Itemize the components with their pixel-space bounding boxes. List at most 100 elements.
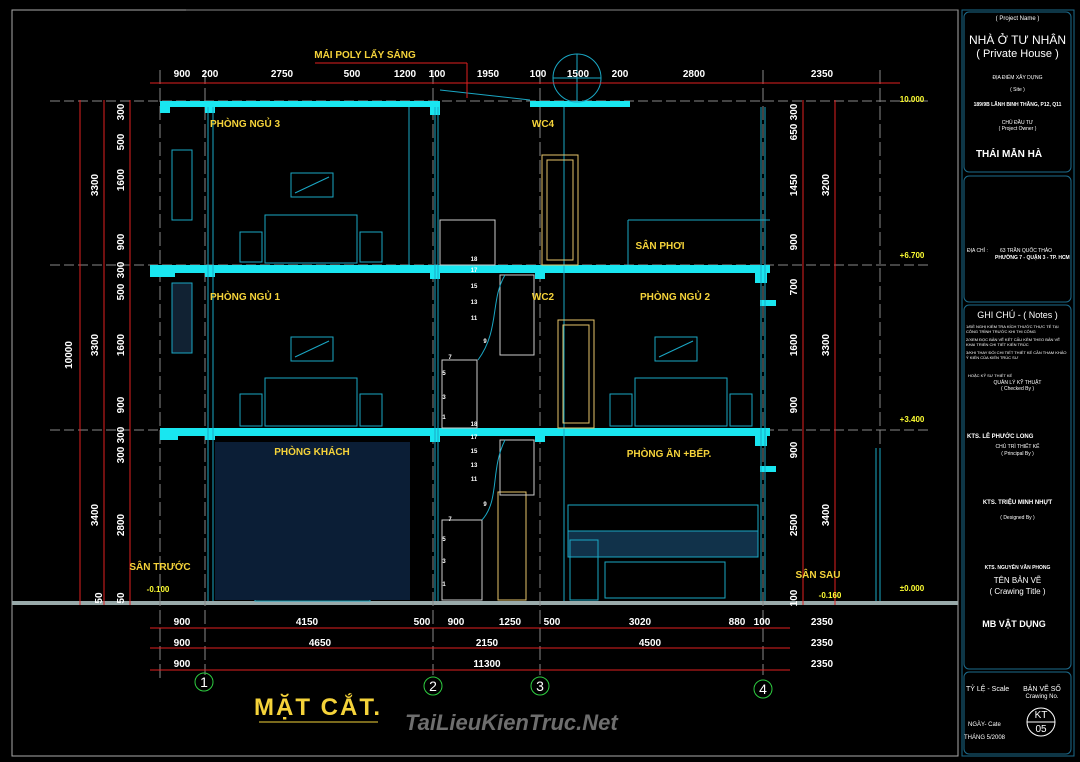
stair-number-label: 1 [442,582,446,588]
notes-title: GHI CHÚ - ( Notes ) [977,310,1058,320]
dims-right-mid-label: 3400 [821,503,832,527]
axe-label: 2 [429,678,437,694]
dims-bottom-1-label: 900 [447,617,465,628]
note-1: 1/ĐỀ NGHỊ KIỂM TRA KÍCH THƯỚC THỰC TẾ TẠ… [966,324,1059,334]
note-2: 2/XEM ĐỌC BẢN VẼ KẾT CẤU KÈM THEO BẢN VẼ… [966,337,1060,347]
address-line-1: 63 TRẦN QUỐC THẢO [1000,248,1053,254]
roof-note: MÁI POLY LẤY SÁNG [314,50,416,61]
elevation-label: -0.160 [818,591,842,600]
dims-bottom-1-label: 3020 [628,617,652,628]
dims-bottom-1-label: 900 [173,617,191,628]
drawing-no-label: BẢN VẼ SỐ [1023,686,1061,693]
principal-label-en: ( Principal By ) [1001,451,1034,457]
stair-number-label: 13 [470,300,478,306]
dims-bottom-1-label: 500 [413,617,431,628]
note-3: 3/KHI THAY ĐỔI CHI TIẾT THIẾT KẾ CẦN THA… [966,350,1067,360]
stair-number-label: 9 [483,502,487,508]
room-label: PHÒNG NGỦ 2 [639,292,711,303]
ground-line [12,601,958,605]
dims-left-inner-label: 1600 [116,333,127,357]
dims-top-label: 200 [611,69,629,80]
dims-top-label: 200 [201,69,219,80]
dims-bottom-3-label: 900 [173,659,191,670]
stair-number-label: 9 [483,339,487,345]
dims-top-label: 1500 [566,69,590,80]
skylight [439,53,602,103]
dims-left-mid-label: 3400 [90,503,101,527]
dims-left-inner-label: 300 [116,426,127,444]
stair-number-label: 7 [448,355,452,361]
stair-number-label: 15 [470,449,478,455]
dims-bottom-2-label: 4500 [638,638,662,649]
stair-number-label: 3 [442,395,446,401]
dims-right-inner-label: 1600 [789,333,800,357]
dims-left-mid-label: 3300 [90,333,101,357]
site-label-en: ( Site ) [1010,87,1025,93]
elevation-label: +6.700 [899,251,925,260]
elevation-label: 10.000 [899,95,925,104]
slabs [150,101,776,472]
dims-left-inner-label: 300 [116,446,127,464]
elevation-label: -0.100 [146,585,170,594]
dims-top-label: 500 [343,69,361,80]
doors [497,154,595,601]
dims-left-inner-label: 50 [116,592,127,604]
stair-number-label: 1 [442,415,446,421]
dims-top-label: 2350 [810,69,834,80]
room-label: SÂN SAU [795,570,841,581]
dims-bottom-1-label: 2350 [810,617,834,628]
stairs [439,219,535,601]
room-label: WC4 [531,119,555,130]
room-label: PHÒNG NGỦ 3 [209,119,281,130]
dims-top-label: 2800 [682,69,706,80]
stair-number-label: 18 [470,422,478,428]
project-name: NHÀ Ở TƯ NHÂN [969,33,1066,47]
project-name-en: ( Private House ) [976,48,1059,60]
checked-name: KTS. LÊ PHƯỚC LONG [967,434,1034,440]
designed-label-en: ( Designed By ) [1000,515,1035,521]
dims-right-inner-label: 1450 [789,173,800,197]
stair-number-label: 15 [470,284,478,290]
elevation-label: +3.400 [899,415,925,424]
dims-top-label: 100 [428,69,446,80]
dims-bottom-3-label: 2350 [810,659,834,670]
living-room-curtain-wall [215,442,410,600]
project-name-label: ( Project Name ) [995,16,1040,22]
watermark: TaiLieuKienTruc.Net [405,710,618,735]
dims-right-inner-label: 900 [789,233,800,251]
stair-number-label: 5 [442,537,446,543]
dims-left-inner-label: 300 [116,103,127,121]
dims-right-mid-label: 3300 [821,333,832,357]
furniture [239,172,759,602]
dims-left-inner-label: 2800 [116,513,127,537]
stair-number-label: 5 [442,371,446,377]
title-block-frame [961,9,1075,757]
note-4: HOẶC KỸ SƯ THIẾT KẾ [968,373,1013,378]
dims-bottom-1-label: 500 [543,617,561,628]
drawing-title: MẶT CẮT. [254,694,382,721]
checked-label: QUẢN LÝ KỸ THUẬT [993,380,1042,386]
designed-name: KTS. NGUYỄN VĂN PHONG [984,565,1051,571]
site: 189/9B LÃNH BINH THĂNG, P12, Q11 [973,102,1062,108]
dims-right-mid-label: 3200 [821,173,832,197]
dims-bottom-1-label: 100 [753,617,771,628]
dims-bottom-1-label: 1250 [498,617,522,628]
axe-label: 3 [536,678,544,694]
dims-top-label: 900 [173,69,191,80]
owner-label-en: ( Project Owner ) [998,126,1037,132]
dims-bottom-2-label: 2350 [810,638,834,649]
dims-top-label: 1200 [393,69,417,80]
drawing-title-label-en: ( Crawing Title ) [989,587,1046,596]
stair-number-label: 11 [470,477,478,483]
dims-left-inner-label: 50 [94,592,105,604]
dims-left-inner-label: 900 [116,233,127,251]
dims-right-inner-label: 900 [789,441,800,459]
walls [171,107,881,601]
drawing-title-label: TÊN BẢN VẼ [993,576,1042,585]
dims-left-inner-label: 500 [116,283,127,301]
dims-right-inner-label: 700 [789,278,800,296]
room-label: PHÒNG NGỦ 1 [209,292,281,303]
stair-number-label: 17 [470,268,478,274]
site-label: ĐỊA ĐIỂM XÂY DỰNG [992,75,1043,81]
